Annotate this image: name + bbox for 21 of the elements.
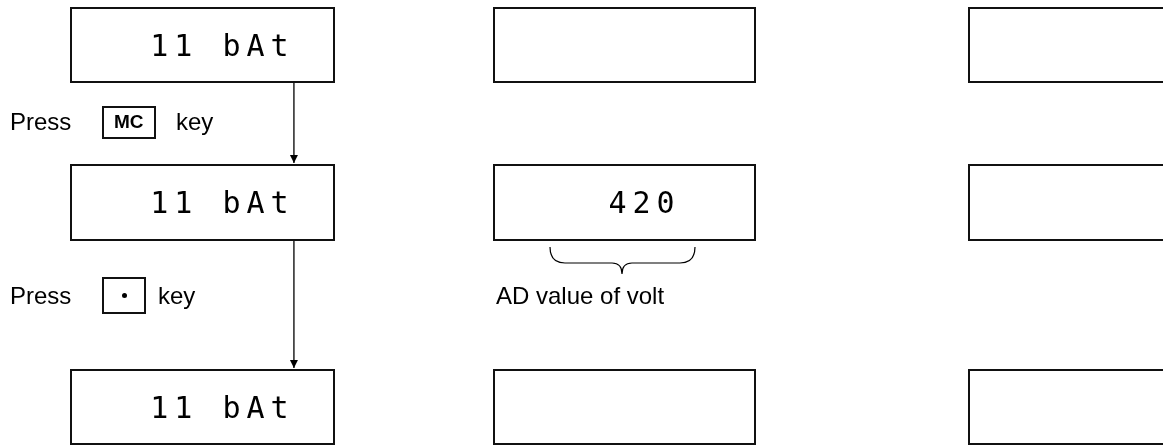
blank-display (493, 369, 756, 445)
display-readout: 11 bAt (149, 184, 295, 222)
lcd-display (70, 369, 335, 445)
blank-display (968, 7, 1163, 83)
display-readout: 11 bAt (149, 26, 295, 65)
lcd-display (70, 164, 335, 241)
note-text: Press (10, 284, 72, 308)
blank-display (968, 369, 1163, 445)
display-readout: 11 bAt (149, 388, 295, 427)
display-readout: 420 (607, 184, 681, 222)
note-text: AD value of volt (496, 284, 665, 308)
note-text: Press (10, 110, 72, 134)
arrow (289, 82, 298, 164)
lcd-display (493, 164, 756, 241)
blank-display (493, 7, 756, 83)
note-text: key (158, 284, 196, 308)
lcd-display (70, 7, 335, 83)
blank-display (968, 164, 1163, 241)
key-cap: MC (102, 106, 156, 139)
note-text: key (176, 110, 214, 134)
arrow (289, 240, 298, 369)
